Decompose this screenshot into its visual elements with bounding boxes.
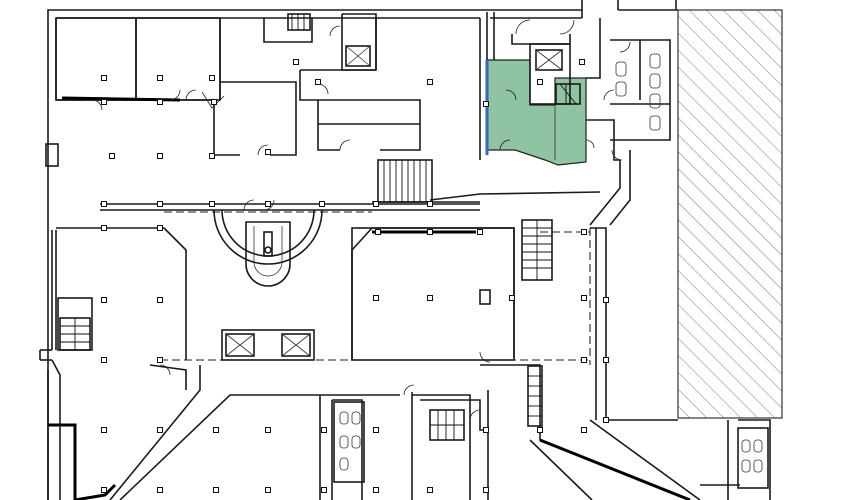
column-square-icon (157, 487, 163, 493)
highlighted-tenant-space[interactable] (486, 59, 587, 166)
column-square-icon (319, 201, 325, 207)
column-square-icon (427, 201, 433, 207)
column-square-icon (157, 357, 163, 363)
column-square-icon (373, 201, 379, 207)
column-square-icon (483, 487, 489, 493)
column-square-icon (315, 79, 321, 85)
center-right-store (351, 227, 515, 361)
elevator-x-box-icon (221, 45, 563, 361)
column-square-icon (579, 59, 585, 65)
column-square-icon (265, 149, 271, 155)
stair-icon (59, 13, 581, 441)
column-square-icon (157, 75, 163, 81)
column-square-icon (101, 487, 107, 493)
left-anchor-store (48, 230, 117, 500)
column-square-icon (209, 75, 215, 81)
column-square-icon (581, 229, 587, 235)
column-square-icon (101, 59, 609, 493)
column-square-icon (483, 101, 489, 107)
column-square-icon (157, 225, 163, 231)
column-square-icon (603, 297, 609, 303)
column-square-icon (581, 295, 587, 301)
column-square-icon (375, 229, 381, 235)
column-square-icon (157, 427, 163, 433)
column-square-icon (211, 99, 217, 105)
column-square-icon (157, 99, 163, 105)
column-square-icon (427, 79, 433, 85)
column-square-icon (537, 79, 543, 85)
column-square-icon (101, 225, 107, 231)
column-square-icon (581, 357, 587, 363)
column-square-icon (427, 487, 433, 493)
column-square-icon (373, 427, 379, 433)
column-square-icon (373, 295, 379, 301)
column-square-icon (427, 295, 433, 301)
column-square-icon (373, 487, 379, 493)
hatched-exterior-area (677, 9, 783, 419)
column-square-icon (101, 297, 107, 303)
column-square-icon (321, 487, 327, 493)
column-square-icon (321, 427, 327, 433)
column-square-icon (109, 153, 115, 159)
column-square-icon (101, 99, 107, 105)
central-court (213, 209, 323, 287)
column-square-icon (157, 297, 163, 303)
column-square-icon (101, 201, 107, 207)
column-square-icon (581, 427, 587, 433)
column-square-icon (537, 427, 543, 433)
column-square-icon (477, 229, 483, 235)
door-swing-icon (91, 19, 631, 421)
column-square-icon (293, 59, 299, 65)
column-square-icon (101, 357, 107, 363)
column-square-icon (265, 427, 271, 433)
column-square-icon (209, 201, 215, 207)
restroom-fixture-icon (333, 53, 769, 489)
column-square-icon (483, 427, 489, 433)
column-square-icon (603, 417, 609, 423)
bottom-center-block (319, 390, 771, 500)
column-square-icon (213, 487, 219, 493)
column-square-icon (265, 201, 271, 207)
column-square-icon (509, 295, 515, 301)
column-square-icon (213, 427, 219, 433)
column-square-icon (101, 427, 107, 433)
column-square-icon (265, 487, 271, 493)
column-square-icon (603, 357, 609, 363)
column-square-icon (157, 201, 163, 207)
column-square-icon (157, 153, 163, 159)
column-square-icon (209, 153, 215, 159)
column-square-icon (101, 75, 107, 81)
column-square-icon (427, 229, 433, 235)
